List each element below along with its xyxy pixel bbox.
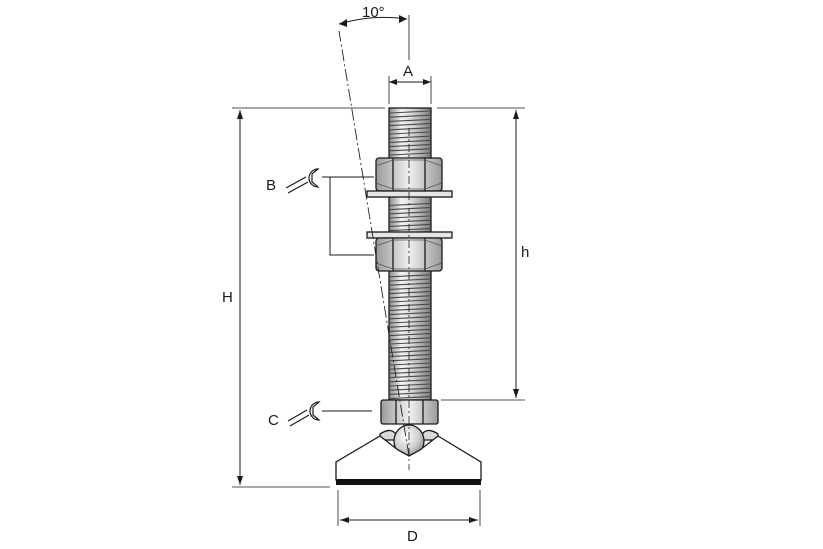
thread-line bbox=[389, 349, 431, 353]
wrench-icon bbox=[287, 401, 321, 427]
label-h: h bbox=[521, 244, 529, 261]
thread-line bbox=[389, 278, 431, 282]
thread-line bbox=[389, 228, 431, 232]
thread-line bbox=[389, 223, 431, 227]
thread-line bbox=[389, 139, 431, 143]
thread-line bbox=[389, 312, 431, 316]
callout-b: B bbox=[266, 168, 374, 256]
thread-line bbox=[389, 282, 431, 286]
base-plate bbox=[335, 435, 482, 485]
base-hex bbox=[380, 399, 439, 425]
thread-line bbox=[389, 333, 431, 337]
thread-line bbox=[389, 366, 431, 370]
callout-c: C bbox=[268, 401, 372, 429]
thread-line bbox=[389, 131, 431, 135]
thread-line bbox=[389, 337, 431, 341]
lower-washer bbox=[366, 231, 453, 239]
thread-line bbox=[389, 110, 431, 114]
thread-line bbox=[389, 295, 431, 299]
thread-line bbox=[389, 362, 431, 366]
upper-nut bbox=[375, 157, 443, 192]
label-H: H bbox=[222, 289, 233, 306]
thread-line bbox=[389, 202, 431, 206]
label-a: A bbox=[403, 63, 413, 80]
label-d: D bbox=[407, 528, 418, 545]
thread-line bbox=[389, 118, 431, 122]
thread-line bbox=[389, 370, 431, 374]
thread-line bbox=[389, 219, 431, 223]
upper-washer bbox=[366, 190, 453, 198]
thread-line bbox=[389, 383, 431, 387]
dimension-h-overall: H bbox=[222, 107, 525, 488]
dimension-d: D bbox=[337, 490, 481, 545]
label-b: B bbox=[266, 177, 276, 194]
thread-line bbox=[389, 375, 431, 379]
thread-line bbox=[389, 123, 431, 127]
wrench-icon bbox=[285, 168, 320, 194]
thread-line bbox=[389, 127, 431, 131]
thread-line bbox=[389, 207, 431, 211]
tilt-line bbox=[338, 30, 410, 457]
dimension-a: A bbox=[388, 63, 432, 104]
thread-line bbox=[389, 354, 431, 358]
thread-line bbox=[389, 307, 431, 311]
ball-joint bbox=[379, 424, 439, 458]
thread-line bbox=[389, 286, 431, 290]
thread-line bbox=[389, 316, 431, 320]
thread-line bbox=[389, 345, 431, 349]
angle-label: 10° bbox=[362, 4, 385, 21]
thread-line bbox=[389, 135, 431, 139]
thread-line bbox=[389, 291, 431, 295]
thread-line bbox=[389, 274, 431, 278]
thread-line bbox=[389, 320, 431, 324]
thread-lines bbox=[389, 110, 431, 400]
thread-line bbox=[389, 144, 431, 148]
thread-line bbox=[389, 299, 431, 303]
label-c: C bbox=[268, 412, 279, 429]
thread-line bbox=[389, 211, 431, 215]
thread-line bbox=[389, 396, 431, 400]
thread-line bbox=[389, 324, 431, 328]
thread-line bbox=[389, 328, 431, 332]
thread-line bbox=[389, 152, 431, 156]
thread-line bbox=[389, 358, 431, 362]
thread-line bbox=[389, 215, 431, 219]
thread-line bbox=[389, 303, 431, 307]
thread-line bbox=[389, 114, 431, 118]
thread-line bbox=[389, 387, 431, 391]
thread-line bbox=[389, 391, 431, 395]
angle-dimension: 10° bbox=[338, 4, 410, 60]
dimension-h-thread: h bbox=[441, 110, 529, 401]
thread-line bbox=[389, 341, 431, 345]
thread-line bbox=[389, 148, 431, 152]
